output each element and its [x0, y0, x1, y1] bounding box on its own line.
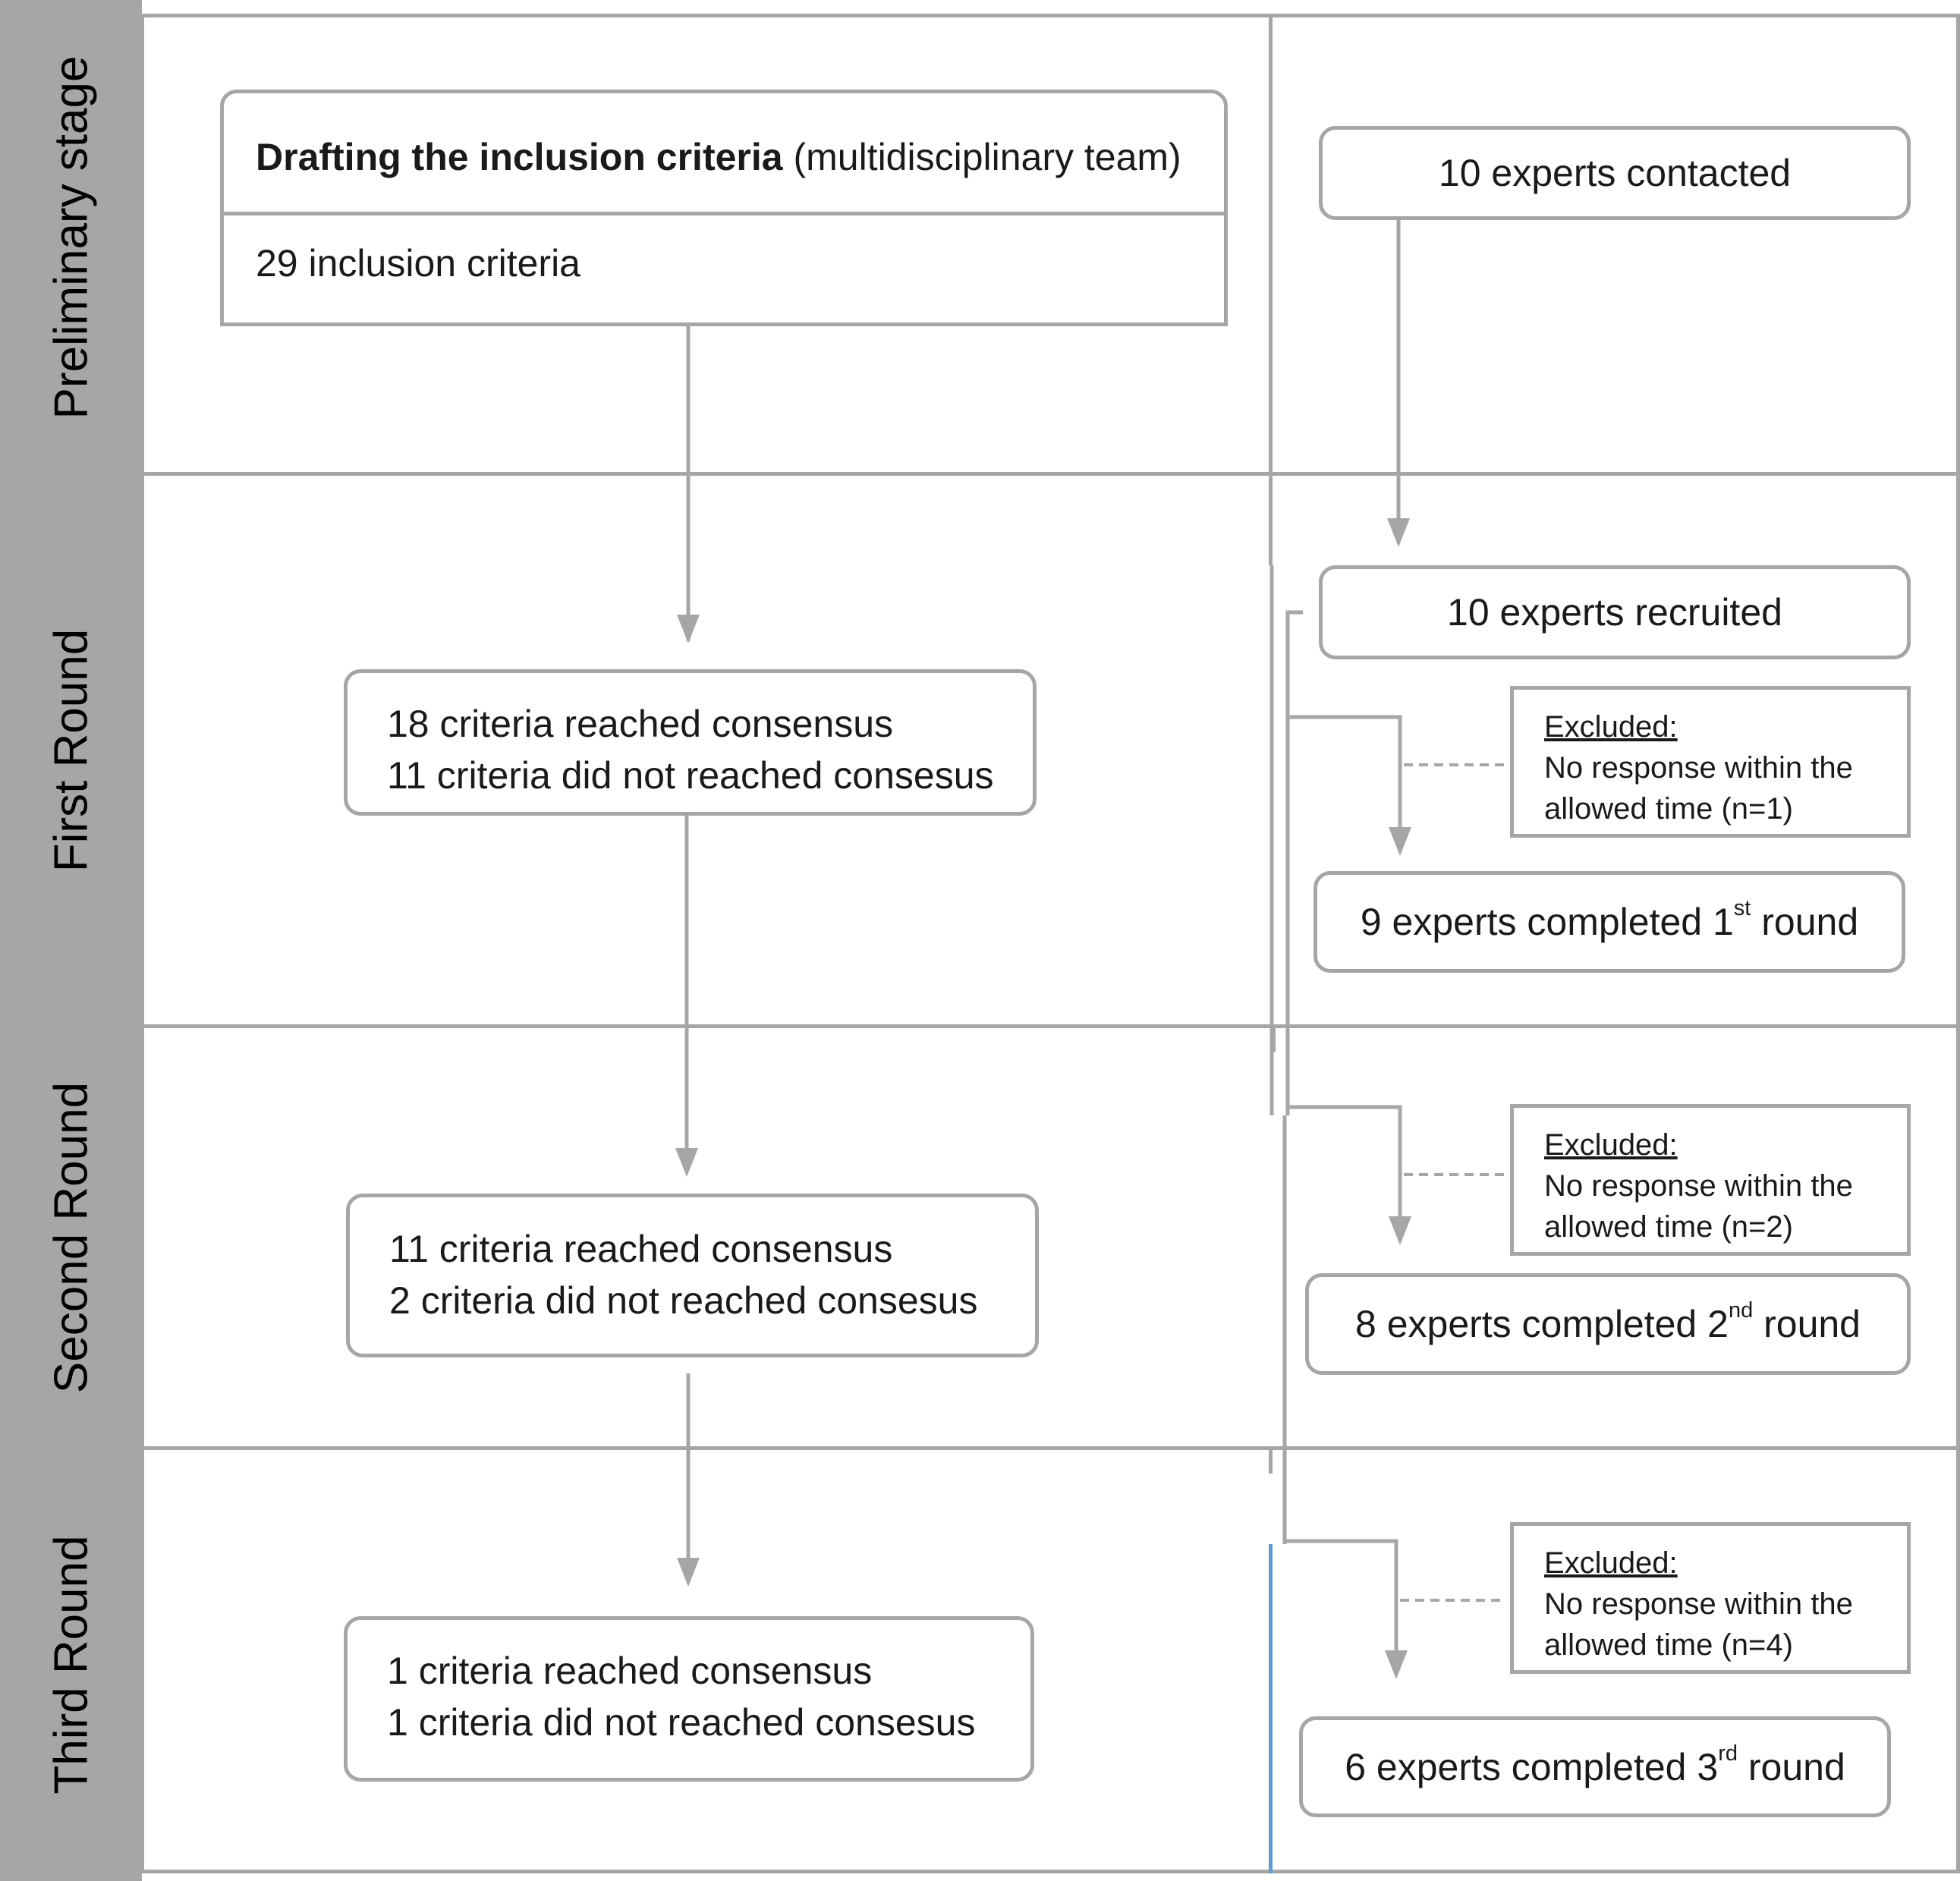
round3-criteria-box: 1 criteria reached consensus 1 criteria … — [344, 1616, 1034, 1782]
exclusion-box-3: Excluded: No response within the allowed… — [1510, 1522, 1911, 1674]
exclusion-1-line2: allowed time (n=1) — [1544, 792, 1793, 826]
exclusion-2-heading: Excluded: — [1544, 1128, 1678, 1162]
experts-completed-3-pre: 6 experts completed 3 — [1345, 1745, 1719, 1788]
branch-round1 — [1288, 715, 1402, 850]
experts-completed-2-post: round — [1753, 1303, 1861, 1345]
round1-not-reached: 11 criteria did not reached consesus — [387, 754, 994, 797]
experts-completed-2-box: 8 experts completed 2nd round — [1305, 1273, 1911, 1375]
stage-band-third: Third Round — [0, 1448, 142, 1881]
exclusion-3-heading: Excluded: — [1544, 1546, 1678, 1580]
grid-divider-upper — [1269, 14, 1273, 565]
experts-completed-3-post: round — [1737, 1745, 1845, 1788]
round3-reached: 1 criteria reached consensus — [387, 1650, 873, 1692]
exclusion-1-line1: No response within the — [1544, 751, 1853, 785]
spine-round1 — [1285, 610, 1303, 1115]
stage-band-first: First Round — [0, 474, 142, 1026]
exclusion-3-line2: allowed time (n=4) — [1544, 1628, 1793, 1662]
round2-criteria-box: 11 criteria reached consensus 2 criteria… — [346, 1194, 1039, 1357]
grid-bottom — [134, 1870, 1960, 1873]
experts-completed-3-sup: rd — [1718, 1741, 1738, 1766]
exclusion-box-1: Excluded: No response within the allowed… — [1510, 686, 1911, 838]
experts-recruited: 10 experts recruited — [1447, 591, 1782, 634]
exclusion-2-line2: allowed time (n=2) — [1544, 1210, 1793, 1244]
round2-reached: 11 criteria reached consensus — [389, 1228, 893, 1270]
exclusion-box-2: Excluded: No response within the allowed… — [1510, 1104, 1911, 1256]
grid-top — [142, 14, 1960, 17]
arrowhead-round1-to-round2 — [675, 1148, 698, 1177]
arrowhead-round2-branch — [1389, 1216, 1411, 1245]
draft-criteria-box: Drafting the inclusion criteria (multidi… — [220, 90, 1228, 326]
experts-completed-1-pre: 9 experts completed 1 — [1360, 901, 1734, 943]
stage-band-second: Second Round — [0, 1026, 142, 1448]
experts-contacted: 10 experts contacted — [1438, 152, 1792, 194]
draft-criteria-title-bold: Drafting the inclusion criteria — [256, 136, 783, 178]
experts-completed-3-box: 6 experts completed 3rd round — [1299, 1716, 1891, 1817]
experts-completed-3: 6 experts completed 3rd round — [1345, 1741, 1845, 1793]
experts-completed-2: 8 experts completed 2nd round — [1355, 1298, 1861, 1350]
experts-completed-1: 9 experts completed 1st round — [1361, 896, 1858, 948]
arrowhead-round2-to-round3 — [677, 1558, 700, 1587]
draft-criteria-header: Drafting the inclusion criteria (multidi… — [224, 93, 1224, 215]
experts-completed-1-sup: st — [1733, 895, 1751, 920]
branch-round3 — [1285, 1539, 1398, 1672]
experts-completed-2-sup: nd — [1728, 1298, 1754, 1323]
grid-line-1 — [142, 472, 1960, 476]
round3-not-reached: 1 criteria did not reached consesus — [387, 1701, 976, 1744]
experts-recruited-box: 10 experts recruited — [1319, 565, 1911, 659]
grid-right — [1956, 14, 1960, 1873]
exclusion-1-heading: Excluded: — [1544, 710, 1678, 744]
draft-criteria-title: Drafting the inclusion criteria (multidi… — [256, 131, 1181, 183]
exclusion-3-line1: No response within the — [1544, 1587, 1853, 1621]
round1-criteria-box: 18 criteria reached consensus 11 criteri… — [344, 669, 1037, 816]
arrowhead-draft-to-round1 — [677, 615, 700, 643]
branch-round2 — [1288, 1105, 1402, 1238]
round2-not-reached: 2 criteria did not reached consesus — [389, 1279, 978, 1322]
grid-divider-lower — [1269, 1446, 1273, 1474]
experts-completed-2-pre: 8 experts completed 2 — [1355, 1303, 1729, 1345]
grid-line-3 — [142, 1446, 1960, 1450]
grid-divider-accent — [1269, 1544, 1273, 1873]
experts-completed-1-post: round — [1751, 901, 1859, 943]
arrowhead-contacted-to-recruited — [1387, 518, 1410, 547]
arrowhead-round1-branch — [1389, 827, 1411, 856]
draft-criteria-count: 29 inclusion criteria — [256, 242, 580, 285]
round1-reached: 18 criteria reached consensus — [387, 703, 894, 745]
experts-contacted-box: 10 experts contacted — [1319, 126, 1911, 220]
draft-criteria-title-rest: (multidisciplinary team) — [782, 136, 1181, 178]
exclusion-2-line1: No response within the — [1544, 1169, 1853, 1203]
grid-line-2 — [142, 1024, 1960, 1028]
grid-left — [140, 14, 144, 1873]
experts-completed-1-box: 9 experts completed 1st round — [1313, 871, 1905, 973]
stage-band-preliminary: Preliminary stage — [0, 0, 142, 474]
arrowhead-round3-branch — [1385, 1650, 1408, 1679]
